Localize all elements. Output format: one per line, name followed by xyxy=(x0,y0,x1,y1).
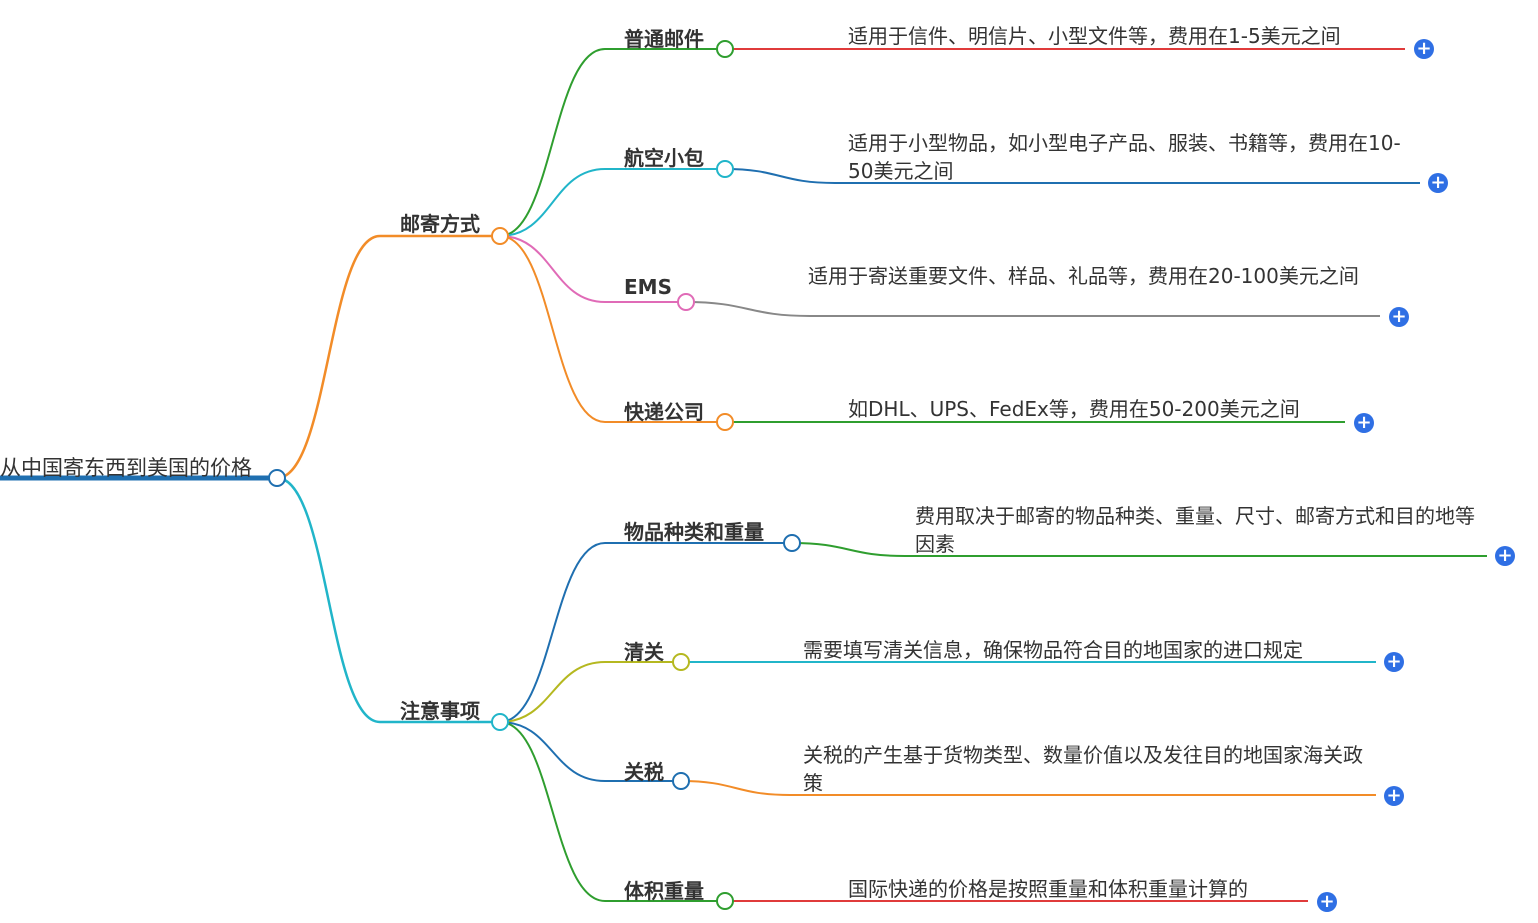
root-node-circle[interactable] xyxy=(268,469,286,487)
branch-edge xyxy=(276,234,500,480)
topic-regular-mail[interactable]: 普通邮件 xyxy=(624,27,704,51)
child-edge xyxy=(499,721,725,902)
child-edge xyxy=(499,168,725,237)
child-node-circle[interactable] xyxy=(783,534,801,552)
topic-item-type-weight[interactable]: 物品种类和重量 xyxy=(624,520,764,544)
branch-node-circle[interactable] xyxy=(491,713,509,731)
leaf-courier[interactable]: 如DHL、UPS、FedEx等，费用在50-200美元之间 xyxy=(848,397,1300,421)
branch-node-circle[interactable] xyxy=(491,227,509,245)
leaf-edge xyxy=(724,168,1420,184)
child-node-circle[interactable] xyxy=(672,772,690,790)
child-node-circle[interactable] xyxy=(716,413,734,431)
leaf-air-parcel[interactable]: 适用于小型物品，如小型电子产品、服装、书籍等，费用在10-50美元之间 xyxy=(848,131,1401,183)
child-node-circle[interactable] xyxy=(677,293,695,311)
expand-plus-icon[interactable]: + xyxy=(1389,307,1409,327)
expand-plus-icon[interactable]: + xyxy=(1354,413,1374,433)
topic-ems[interactable]: EMS xyxy=(624,275,672,299)
child-edge xyxy=(499,235,686,303)
topic-tariff[interactable]: 关税 xyxy=(624,760,664,784)
topic-volumetric-weight[interactable]: 体积重量 xyxy=(624,879,704,903)
topic-air-parcel[interactable]: 航空小包 xyxy=(624,146,704,170)
child-node-circle[interactable] xyxy=(716,40,734,58)
expand-plus-icon[interactable]: + xyxy=(1495,546,1515,566)
topic-courier[interactable]: 快递公司 xyxy=(624,400,704,424)
child-edge xyxy=(499,721,681,782)
expand-plus-icon[interactable]: + xyxy=(1384,786,1404,806)
expand-plus-icon[interactable]: + xyxy=(1428,173,1448,193)
leaf-ems[interactable]: 适用于寄送重要文件、样品、礼品等，费用在20-100美元之间 xyxy=(808,264,1359,288)
child-edge xyxy=(499,235,725,423)
topic-customs-clearance[interactable]: 清关 xyxy=(624,640,664,664)
leaf-edge xyxy=(791,542,1487,557)
expand-plus-icon[interactable]: + xyxy=(1384,652,1404,672)
branch-mailing-methods[interactable]: 邮寄方式 xyxy=(400,212,480,236)
child-node-circle[interactable] xyxy=(716,892,734,910)
child-edge xyxy=(499,542,792,723)
leaf-customs-clearance[interactable]: 需要填写清关信息，确保物品符合目的地国家的进口规定 xyxy=(803,638,1303,662)
child-edge xyxy=(499,661,681,723)
branch-edge xyxy=(276,476,500,724)
expand-plus-icon[interactable]: + xyxy=(1414,39,1434,59)
leaf-volumetric-weight[interactable]: 国际快递的价格是按照重量和体积重量计算的 xyxy=(848,877,1248,901)
root-topic[interactable]: 从中国寄东西到美国的价格 xyxy=(0,456,252,480)
leaf-tariff[interactable]: 关税的产生基于货物类型、数量价值以及发往目的地国家海关政策 xyxy=(803,743,1363,795)
child-node-circle[interactable] xyxy=(672,653,690,671)
leaf-edge xyxy=(685,301,1380,317)
child-edge xyxy=(499,48,725,237)
branch-notes[interactable]: 注意事项 xyxy=(400,699,480,723)
leaf-item-type-weight[interactable]: 费用取决于邮寄的物品种类、重量、尺寸、邮寄方式和目的地等因素 xyxy=(915,504,1475,556)
leaf-edge xyxy=(680,780,1376,796)
expand-plus-icon[interactable]: + xyxy=(1317,892,1337,912)
leaf-regular-mail[interactable]: 适用于信件、明信片、小型文件等，费用在1-5美元之间 xyxy=(848,24,1341,48)
child-node-circle[interactable] xyxy=(716,160,734,178)
